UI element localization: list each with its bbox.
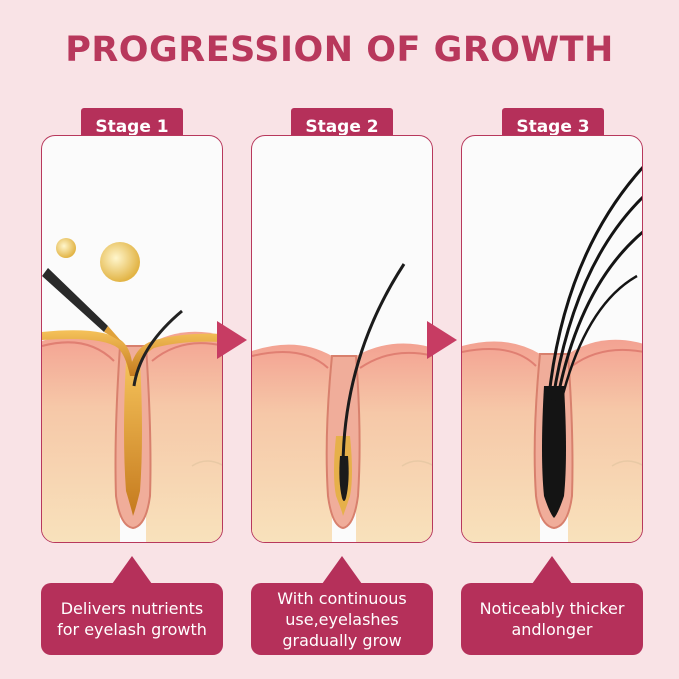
stage-1-caption: Delivers nutrients for eyelash growth [41,556,223,655]
next-arrow-icon [217,321,247,359]
caption-line: andlonger [511,620,593,639]
eyelash-icon [554,230,642,407]
skin-right [146,331,222,542]
serum-flow [42,330,222,376]
skin-left [252,344,332,542]
eyelash-icon [546,166,642,407]
caption-line: Delivers nutrients [60,599,204,618]
stage-1-illustration [42,238,222,542]
stage-2-illustration [252,263,432,542]
serum-dropper-icon [42,268,108,332]
eyelash-icon [558,274,638,407]
eyelash-icon [341,263,406,467]
eyelash-icon [132,309,183,387]
skin-right [356,343,432,542]
caption-line: With continuous [277,588,407,608]
stage-1-panel [41,135,223,543]
stage-3-caption: Noticeably thicker andlonger [461,556,643,655]
skin-right [568,339,642,542]
caption-line: use,eyelashes [285,609,399,629]
caption-line: Noticeably thicker [479,599,625,618]
eyelash-icon [550,195,642,407]
next-arrow-icon [427,321,457,359]
stage-2-panel [251,135,433,543]
stage-3-illustration [462,166,642,542]
serum-droplet-icon [56,238,76,258]
skin-left [462,341,540,542]
caption-line: for eyelash growth [57,620,207,639]
serum-droplet-icon [100,242,140,282]
page-title: PROGRESSION OF GROWTH [65,30,614,70]
caption-line: gradually grow [282,630,402,650]
skin-left [42,334,120,542]
stage-3-panel [461,135,643,543]
